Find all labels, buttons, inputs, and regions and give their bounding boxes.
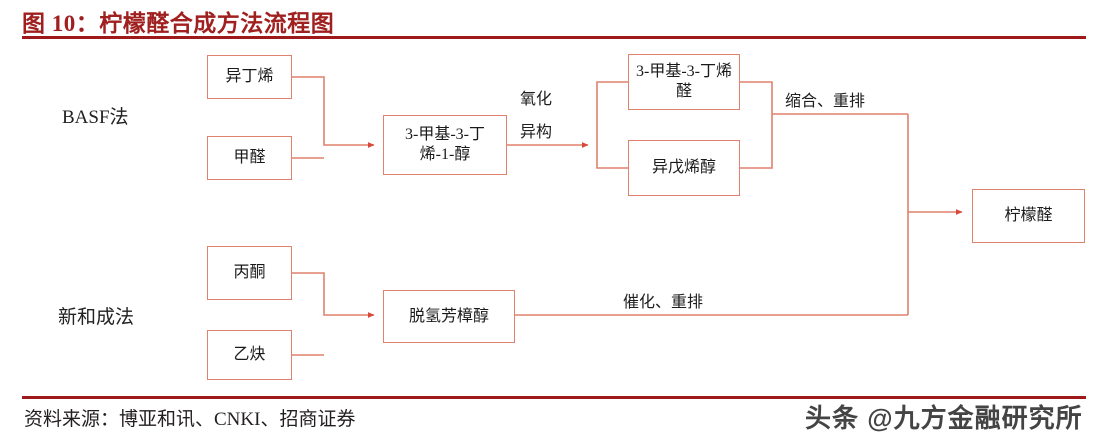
watermark-label: 头条 @九方金融研究所 [805,403,1083,433]
node-acetone[interactable]: 丙酮 [207,246,292,300]
edge-label-condensation: 缩合、重排 [785,93,866,110]
node-isobutylene[interactable]: 异丁烯 [207,55,292,99]
node-methylbutenol[interactable]: 3-甲基-3-丁烯-1-醇 [383,115,507,175]
edge-label-catalysis: 催化、重排 [623,294,704,311]
figure-title: 图 10：柠檬醛合成方法流程图 [22,11,335,36]
group-label-xinhecheng: 新和成法 [58,307,135,328]
node-formaldehyde[interactable]: 甲醛 [207,136,292,180]
title-divider [22,36,1086,39]
node-prenol[interactable]: 异戊烯醇 [628,140,740,196]
source-note: 资料来源：博亚和讯、CNKI、招商证券 [24,409,356,430]
node-acetylene[interactable]: 乙炔 [207,330,292,380]
flowchart: BASF法 新和成法 异丁烯 甲醛 3-甲基-3-丁烯-1-醇 3-甲基-3-丁… [0,40,1108,396]
flowchart-connectors [292,76,963,356]
edge-label-isomerization: 异构 [520,124,553,141]
group-label-basf: BASF法 [62,107,129,128]
node-citral[interactable]: 柠檬醛 [972,189,1085,243]
node-dehydrolinalool[interactable]: 脱氢芳樟醇 [383,290,515,343]
footer-divider [22,396,1086,399]
node-methylbutenal[interactable]: 3-甲基-3-丁烯醛 [628,54,740,110]
edge-label-oxidation: 氧化 [520,91,553,108]
